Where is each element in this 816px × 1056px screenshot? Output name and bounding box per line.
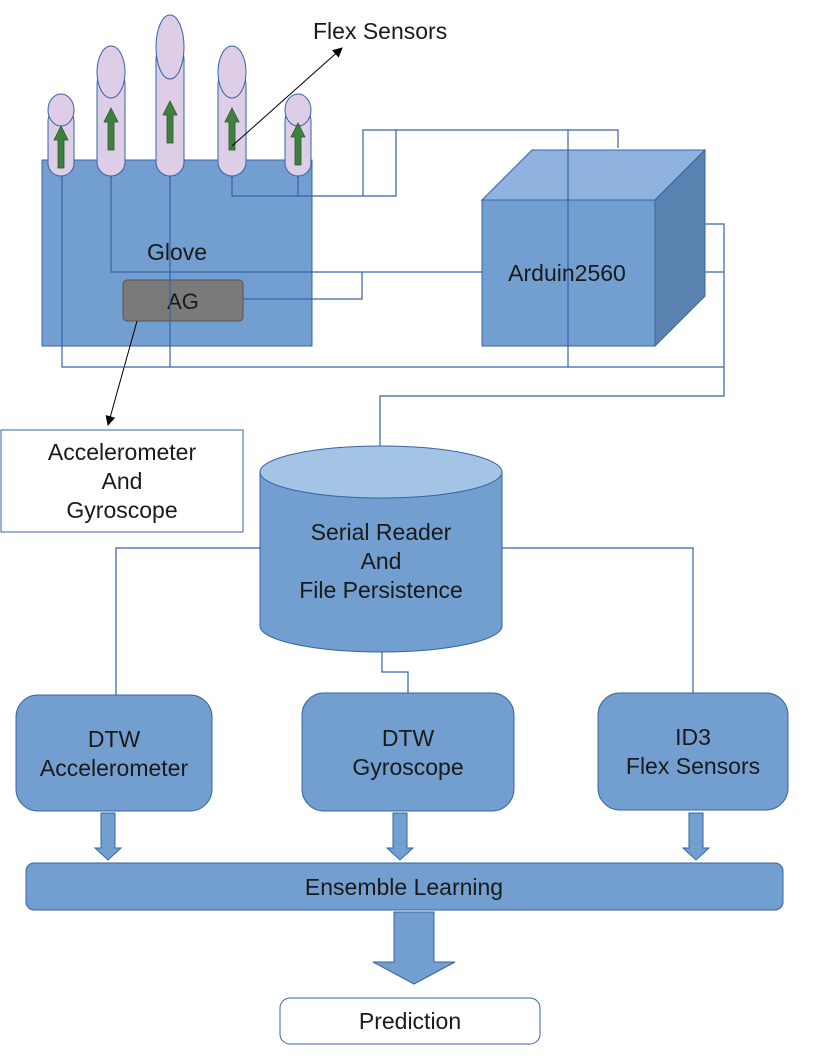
dtw-accelerometer-box (15, 694, 213, 812)
prediction-label: Prediction (359, 1008, 461, 1034)
ag-pointer (105, 320, 138, 426)
flex-sensor-arrow-5 (290, 122, 306, 166)
ag-label: AG (167, 289, 199, 314)
flex-sensor-arrow-2 (103, 107, 119, 151)
arrow-gyro-to-ensemble (385, 812, 415, 861)
glove-label: Glove (147, 239, 207, 265)
id3-flex-sensors-box (597, 692, 789, 811)
serial-reader-line-3: File Persistence (299, 577, 463, 603)
arduino-label: Arduin2560 (508, 260, 626, 286)
accel-gyro-line-1: Accelerometer (48, 439, 197, 465)
flex-sensors-pointer (231, 47, 343, 147)
dtw-accelerometer-line-2: Accelerometer (40, 755, 189, 781)
flex-sensor-arrow-1 (53, 125, 69, 169)
accel-gyro-line-3: Gyroscope (66, 497, 177, 523)
flex-sensor-arrow-4 (224, 107, 240, 151)
ensemble-learning-label: Ensemble Learning (305, 874, 503, 900)
dtw-accelerometer-line-1: DTW (88, 726, 141, 752)
dtw-gyroscope-line-1: DTW (382, 725, 435, 751)
flex-sensor-arrow-3 (162, 100, 178, 144)
flex-sensors-label: Flex Sensors (313, 18, 447, 44)
finger-3 (155, 14, 185, 177)
accel-gyro-line-2: And (102, 468, 143, 494)
ensemble-learning-box (25, 862, 784, 911)
id3-flex-sensors-line-1: ID3 (675, 724, 711, 750)
serial-reader-line-1: Serial Reader (311, 519, 452, 545)
arrow-flex-to-ensemble (681, 812, 711, 861)
arrow-accel-to-ensemble (93, 812, 123, 861)
prediction-box (279, 997, 541, 1045)
dtw-gyroscope-line-2: Gyroscope (352, 754, 463, 780)
dtw-gyroscope-box (301, 692, 515, 812)
id3-flex-sensors-line-2: Flex Sensors (626, 753, 760, 779)
accel-gyro-box (0, 429, 244, 533)
serial-reader-cylinder (259, 445, 503, 653)
ag-box (122, 279, 244, 322)
serial-reader-line-2: And (361, 548, 402, 574)
arduino-cube (480, 148, 707, 348)
arrow-ensemble-to-prediction (372, 911, 456, 985)
